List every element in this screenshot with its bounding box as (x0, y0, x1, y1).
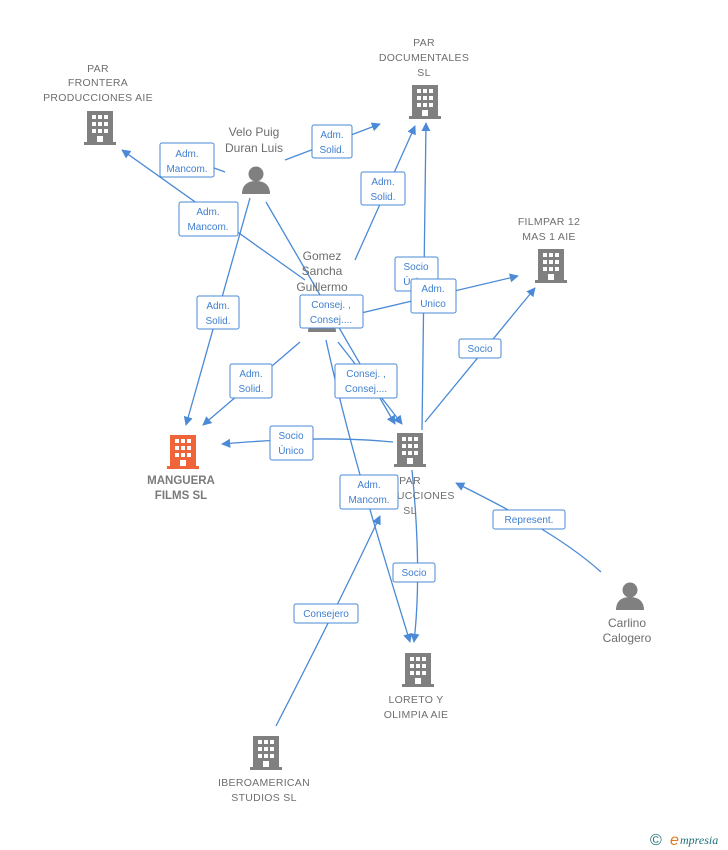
relation-label[interactable]: Consej. , Consej.... (299, 294, 364, 329)
relation-label[interactable]: Adm. Mancom. (159, 142, 215, 178)
relation-text: Adm. (421, 284, 444, 295)
relation-label[interactable]: Adm. Mancom. (339, 474, 399, 510)
node-label: FILMPAR 12 (518, 216, 580, 228)
brand-logo-initial: e (670, 832, 679, 849)
relation-label[interactable]: Consej. , Consej.... (334, 363, 398, 399)
relation-text: Único (278, 444, 304, 457)
building-icon (394, 433, 426, 467)
building-icon (167, 435, 199, 469)
person-icon (616, 582, 644, 610)
node-label: DOCUMENTALES (379, 52, 469, 64)
node-carlino[interactable]: Carlino Calogero (603, 582, 652, 646)
relation-label[interactable]: Adm. Solid. (229, 363, 273, 399)
edge-producciones-to-loreto (410, 469, 420, 643)
node-filmpar[interactable]: FILMPAR 12 MAS 1 AIE (518, 216, 580, 283)
node-label: Guillermo (296, 280, 348, 294)
node-label: Gomez (303, 249, 342, 263)
relation-text: Socio (278, 431, 303, 442)
relation-text: Solid. (319, 145, 344, 156)
node-label: MANGUERA (147, 475, 215, 487)
node-label: STUDIOS SL (231, 792, 296, 804)
building-icon (535, 249, 567, 283)
relation-text: Mancom. (166, 164, 207, 175)
node-label: PAR (413, 37, 435, 49)
relation-label[interactable]: Represent. (492, 509, 566, 530)
relation-text: Solid. (205, 316, 230, 327)
node-label: Sancha (302, 264, 343, 278)
relation-text: Adm. (320, 130, 343, 141)
node-label: Carlino (608, 616, 646, 630)
relation-text: Socio (403, 262, 428, 273)
relation-text: Solid. (370, 192, 395, 203)
node-par-frontera[interactable]: PAR FRONTERA PRODUCCIONES AIE (43, 63, 153, 145)
credit: © e mpresia (650, 832, 718, 849)
relation-text: Adm. (371, 177, 394, 188)
node-velo-puig[interactable]: Velo Puig Duran Luis (225, 125, 283, 194)
relation-label[interactable]: Adm. Unico (410, 278, 457, 314)
node-par-documentales[interactable]: PAR DOCUMENTALES SL (379, 37, 469, 119)
relation-text: Socio (467, 344, 492, 355)
building-icon (402, 653, 434, 687)
relation-text: Mancom. (187, 222, 228, 233)
relation-label[interactable]: Adm. Solid. (196, 295, 240, 330)
relation-text: Adm. (357, 480, 380, 491)
relation-text: Consej.... (310, 315, 352, 326)
relation-text: Consej.... (345, 384, 387, 395)
node-label: PAR (399, 475, 421, 487)
node-label: IBEROAMERICAN (218, 777, 310, 789)
node-label: Calogero (603, 631, 652, 645)
relation-text: Adm. (175, 149, 198, 160)
relation-text: Unico (420, 299, 446, 310)
relation-text: Socio (401, 568, 426, 579)
relation-text: Represent. (505, 515, 554, 526)
building-icon (84, 111, 116, 145)
relation-text: Consej. , (311, 300, 350, 311)
copyright-icon: © (650, 832, 662, 849)
relation-text: Consejero (303, 609, 349, 620)
node-label: SL (417, 67, 430, 79)
node-loreto[interactable]: LORETO Y OLIMPIA AIE (384, 653, 449, 721)
node-label: OLIMPIA AIE (384, 709, 449, 721)
node-iberoamerican[interactable]: IBEROAMERICAN STUDIOS SL (218, 736, 310, 804)
node-label: SL (403, 505, 416, 517)
node-label: PRODUCCIONES AIE (43, 92, 153, 104)
relation-label[interactable]: Adm. Mancom. (178, 201, 239, 237)
relation-text: Adm. (196, 207, 219, 218)
building-icon (250, 736, 282, 770)
relation-label[interactable]: Socio (458, 338, 502, 359)
node-label: Velo Puig (229, 125, 280, 139)
relation-text: Adm. (239, 369, 262, 380)
relation-label[interactable]: Adm. Solid. (311, 124, 353, 159)
relation-text: Mancom. (348, 495, 389, 506)
node-label: PAR (87, 63, 109, 75)
node-label: FRONTERA (68, 77, 128, 89)
node-gomez-sancha[interactable]: Gomez Sancha Guillermo (296, 249, 348, 332)
node-label: FILMS SL (155, 490, 207, 502)
node-label: Duran Luis (225, 141, 283, 155)
relation-label[interactable]: Socio Único (269, 425, 314, 461)
person-icon (242, 166, 270, 194)
relation-text: Solid. (238, 384, 263, 395)
relation-text: Consej. , (346, 369, 385, 380)
relation-label[interactable]: Consejero (293, 603, 359, 624)
node-label: LORETO Y (388, 694, 443, 706)
relation-label[interactable]: Adm. Solid. (360, 171, 406, 206)
node-label: MAS 1 AIE (522, 231, 575, 243)
node-manguera[interactable]: MANGUERA FILMS SL (147, 435, 215, 502)
building-icon (409, 85, 441, 119)
brand-logo-text: mpresia (680, 833, 718, 847)
relation-text: Adm. (206, 301, 229, 312)
relation-label[interactable]: Socio (392, 562, 436, 583)
